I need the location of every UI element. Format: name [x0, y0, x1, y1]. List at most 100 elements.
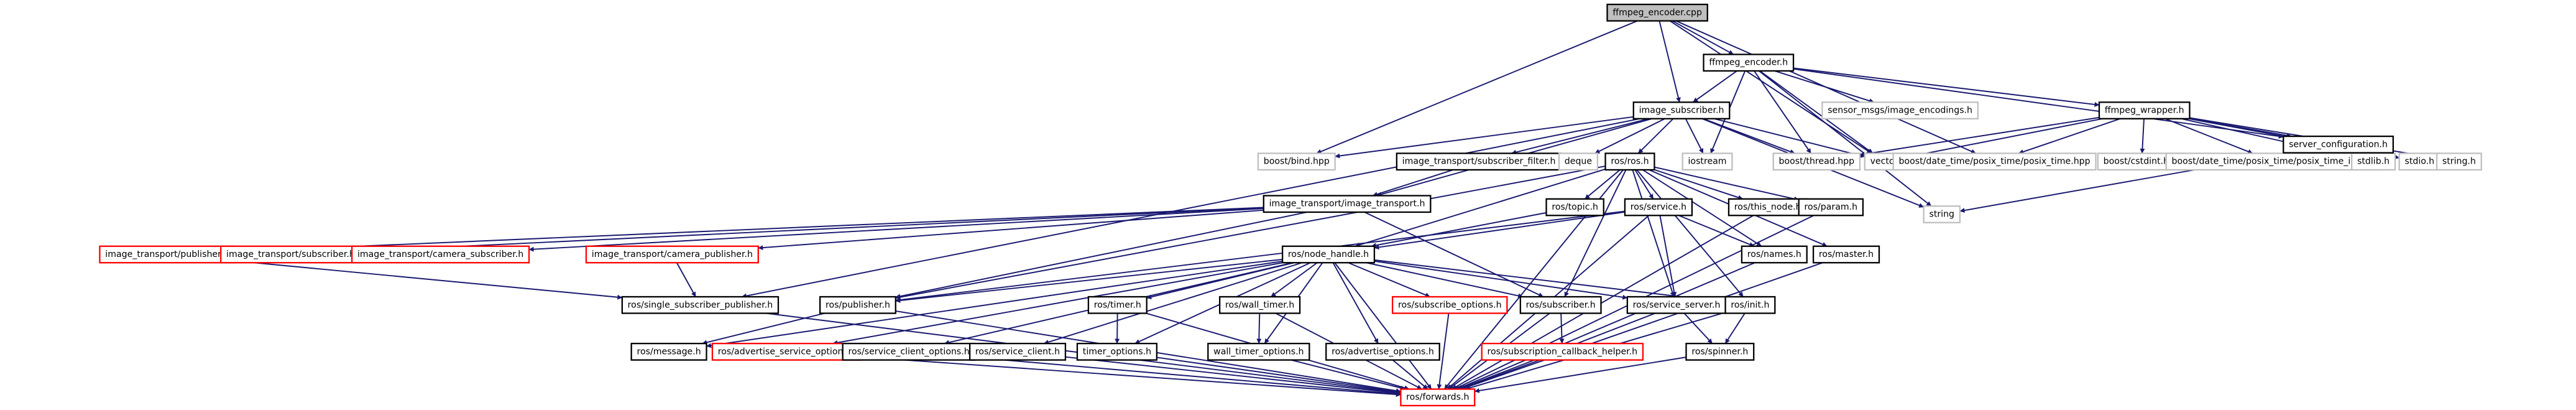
file-node-ros-service-client-h[interactable]: ros/service_client.h — [968, 342, 1067, 361]
file-node-ros-node-handle-h[interactable]: ros/node_handle.h — [1281, 245, 1376, 264]
file-node-box — [1257, 152, 1336, 171]
file-node-box — [2098, 101, 2191, 119]
file-node-image-transport-image-transport-h[interactable]: image_transport/image_transport.h — [1263, 195, 1432, 213]
file-node-label: vector — [1870, 157, 1898, 167]
file-node-ros-service-client-options-h[interactable]: ros/service_client_options.h — [842, 342, 976, 361]
edge-image-subscriber-h-to-ros-single-subscriber-publisher-h — [741, 118, 1640, 299]
edge-image-subscriber-h-to-boost-thread-hpp — [1703, 118, 1795, 154]
file-node-sensor-msgs-image-encodings-h[interactable]: sensor_msgs/image_encodings.h — [1821, 101, 1979, 119]
file-node-ros-names-h[interactable]: ros/names.h — [1741, 245, 1808, 264]
file-node-box — [1624, 198, 1693, 217]
file-node-label: image_transport/camera_publisher.h — [592, 249, 753, 259]
edge-ros-advertise-options-h-to-ros-forwards-h — [1392, 359, 1428, 390]
file-node-label: ros/this_node.h — [1734, 202, 1801, 212]
file-node-image-transport-publisher-h[interactable]: image_transport/publisher.h — [99, 245, 236, 264]
edge-image-transport-image-transport-h-to-image-transport-camera-subscriber-h — [528, 208, 1264, 252]
file-node-ros-forwards-h[interactable]: ros/forwards.h — [1400, 388, 1476, 407]
file-node-box — [1545, 198, 1604, 217]
file-node-label: ros/ros.h — [1611, 157, 1649, 167]
edge-image-transport-image-transport-h-to-image-transport-subscriber-h — [360, 207, 1264, 254]
edge-ros-advertise-service-options-h-to-ros-forwards-h — [861, 356, 1401, 397]
file-node-box — [351, 245, 530, 264]
edge-ffmpeg-encoder-h-to-sensor-msgs-image-encodings-h — [1774, 70, 1874, 103]
file-node-ros-subscription-callback-helper-h[interactable]: ros/subscription_callback_helper.h — [1481, 342, 1644, 361]
edge-image-subscriber-h-to-image-transport-subscriber-filter-h — [1511, 118, 1649, 155]
file-node-ros-publisher-h[interactable]: ros/publisher.h — [819, 296, 896, 314]
file-node-boost-thread-hpp[interactable]: boost/thread.hpp — [1772, 152, 1861, 171]
file-node-ros-subscribe-options-h[interactable]: ros/subscribe_options.h — [1391, 296, 1508, 314]
file-node-label: boost/date_time/posix_time/posix_time_io… — [2172, 157, 2375, 167]
file-node-image-transport-camera-publisher-h[interactable]: image_transport/camera_publisher.h — [585, 245, 759, 264]
file-node-box — [1604, 152, 1655, 171]
edge-wall-timer-options-h-to-ros-forwards-h — [1290, 359, 1406, 391]
file-node-ros-init-h[interactable]: ros/init.h — [1724, 296, 1776, 314]
file-node-wall-timer-options-h[interactable]: wall_timer_options.h — [1207, 342, 1310, 361]
file-node-label: string — [1929, 210, 1954, 220]
file-node-ffmpeg-encoder-cpp[interactable]: ffmpeg_encoder.cpp — [1606, 3, 1708, 22]
file-node-ros-subscriber-h[interactable]: ros/subscriber.h — [1519, 296, 1602, 314]
edge-ros-node-handle-h-to-ros-advertise-options-h — [1332, 262, 1379, 344]
file-node-ros-master-h[interactable]: ros/master.h — [1812, 245, 1880, 264]
edge-ros-ros-h-to-ros-names-h — [1642, 169, 1762, 247]
edge-ros-node-handle-h-to-ros-subscriber-h — [1366, 262, 1524, 299]
file-node-box — [1519, 296, 1602, 314]
file-node-boost-date-time-posix-time-io-hpp[interactable]: boost/date_time/posix_time/posix_time_io… — [2165, 152, 2382, 171]
file-node-label: image_transport/subscriber.h — [226, 249, 355, 259]
file-node-string[interactable]: string — [1923, 205, 1961, 223]
file-node-label: boost/bind.hpp — [1264, 157, 1330, 167]
file-node-ffmpeg-wrapper-h[interactable]: ffmpeg_wrapper.h — [2098, 101, 2191, 119]
file-node-label: ros/message.h — [637, 347, 701, 356]
file-node-box — [2436, 152, 2482, 171]
file-node-ros-timer-h[interactable]: ros/timer.h — [1087, 296, 1148, 314]
file-node-ros-advertise-service-options-h[interactable]: ros/advertise_service_options.h — [711, 342, 863, 361]
file-node-ros-this-node-h[interactable]: ros/this_node.h — [1727, 198, 1808, 217]
file-node-image-subscriber-h[interactable]: image_subscriber.h — [1632, 101, 1731, 119]
file-node-timer-options-h[interactable]: timer_options.h — [1076, 342, 1158, 361]
file-node-label: ros/param.h — [1805, 202, 1858, 212]
file-node-stdio-h[interactable]: stdio.h — [2398, 152, 2441, 171]
file-node-box — [1207, 342, 1310, 361]
file-node-box — [1076, 342, 1158, 361]
file-node-boost-bind-hpp[interactable]: boost/bind.hpp — [1257, 152, 1336, 171]
file-node-iostream[interactable]: iostream — [1681, 152, 1733, 171]
file-node-label: ros/subscription_callback_helper.h — [1488, 347, 1638, 356]
file-node-ros-service-server-h[interactable]: ros/service_server.h — [1626, 296, 1727, 314]
edge-ros-ros-h-to-ros-param-h — [1654, 166, 1800, 202]
file-node-image-transport-camera-subscriber-h[interactable]: image_transport/camera_subscriber.h — [351, 245, 530, 264]
file-node-box — [1798, 198, 1864, 217]
file-node-ros-message-h[interactable]: ros/message.h — [630, 342, 707, 361]
file-node-label: image_transport/camera_subscriber.h — [357, 249, 523, 259]
file-node-label: ros/master.h — [1819, 249, 1874, 259]
file-node-ros-spinner-h[interactable]: ros/spinner.h — [1685, 342, 1755, 361]
file-node-label: sensor_msgs/image_encodings.h — [1828, 106, 1972, 116]
edge-ffmpeg-wrapper-h-to-boost-thread-hpp — [1859, 116, 2100, 157]
edge-ffmpeg-encoder-h-to-server-configuration-h — [1793, 68, 2284, 139]
file-node-image-transport-subscriber-filter-h[interactable]: image_transport/subscriber_filter.h — [1396, 152, 1562, 171]
file-node-ros-topic-h[interactable]: ros/topic.h — [1545, 198, 1604, 217]
edge-ros-master-h-to-ros-forwards-h — [1461, 262, 1823, 390]
file-node-ros-service-h[interactable]: ros/service.h — [1624, 198, 1693, 217]
file-node-ros-ros-h[interactable]: ros/ros.h — [1604, 152, 1655, 171]
edge-ros-subscription-callback-helper-h-to-ros-forwards-h — [1460, 359, 1540, 390]
file-node-ros-param-h[interactable]: ros/param.h — [1798, 198, 1864, 217]
file-node-ros-single-subscriber-publisher-h[interactable]: ros/single_subscriber_publisher.h — [621, 296, 780, 314]
file-node-stdlib-h[interactable]: stdlib.h — [2351, 152, 2396, 171]
file-node-ros-advertise-options-h[interactable]: ros/advertise_options.h — [1325, 342, 1440, 361]
file-node-label: ros/advertise_options.h — [1332, 347, 1434, 356]
edge-ros-service-h-to-ros-node-handle-h — [1374, 211, 1626, 250]
file-node-box — [711, 342, 863, 361]
file-node-string-h[interactable]: string.h — [2436, 152, 2482, 171]
file-node-image-transport-subscriber-h[interactable]: image_transport/subscriber.h — [220, 245, 361, 264]
file-node-label: ros/names.h — [1747, 249, 1801, 259]
edge-ros-ros-h-to-ros-this-node-h — [1654, 169, 1744, 200]
file-node-box — [630, 342, 707, 361]
file-node-boost-date-time-posix-time-hpp[interactable]: boost/date_time/posix_time/posix_time.hp… — [1892, 152, 2097, 171]
edge-ffmpeg-wrapper-h-to-boost-date-time-posix-time-hpp — [2018, 118, 2121, 154]
file-node-deque[interactable]: deque — [1558, 152, 1599, 171]
file-node-box — [1396, 152, 1562, 171]
file-node-ros-wall-timer-h[interactable]: ros/wall_timer.h — [1218, 296, 1301, 314]
edge-ros-topic-h-to-ros-node-handle-h — [1371, 212, 1547, 248]
file-node-server-configuration-h[interactable]: server_configuration.h — [2283, 135, 2394, 154]
file-node-ffmpeg-encoder-h[interactable]: ffmpeg_encoder.h — [1703, 54, 1795, 72]
edge-ros-timer-h-to-timer-options-h — [1115, 313, 1120, 344]
